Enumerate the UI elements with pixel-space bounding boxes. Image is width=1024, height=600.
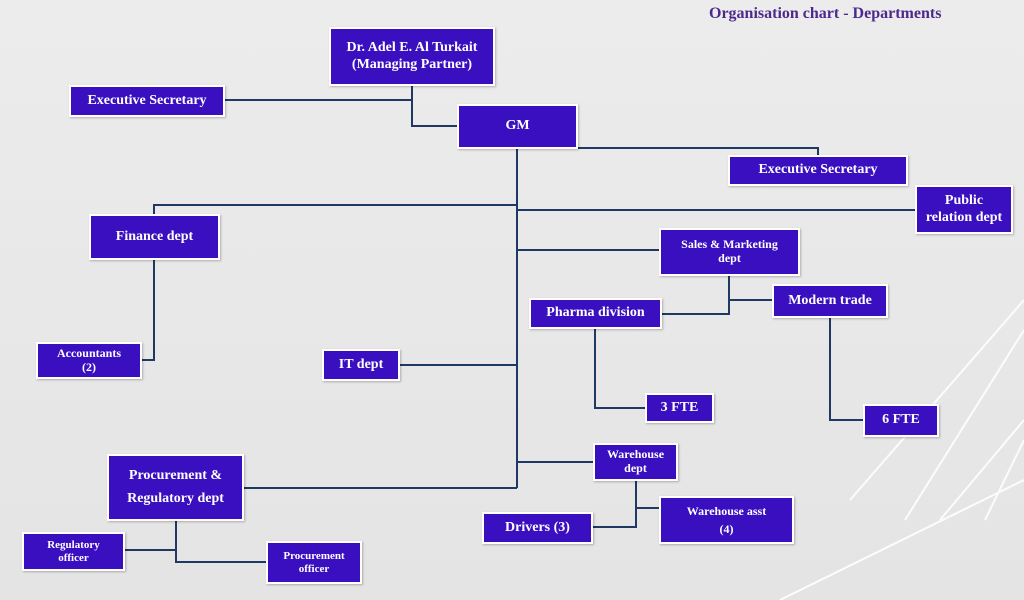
node-accountants: Accountants (2) [36,342,142,379]
node-warehouse-asst: Warehouse asst (4) [659,496,794,544]
node-modern-trade: Modern trade [772,284,888,318]
node-pharma-division: Pharma division [529,298,662,329]
node-procurement-regulatory-dept: Procurement & Regulatory dept [107,454,244,521]
node-regulatory-officer: Regulatory officer [22,532,125,571]
node-drivers: Drivers (3) [482,512,593,544]
node-public-relation-dept: Public relation dept [915,185,1013,234]
node-3-fte: 3 FTE [645,393,714,423]
node-executive-secretary-left: Executive Secretary [69,85,225,117]
node-finance-dept: Finance dept [89,214,220,260]
node-6-fte: 6 FTE [863,404,939,437]
node-procurement-officer: Procurement officer [266,541,362,584]
node-it-dept: IT dept [322,349,400,381]
node-managing-partner: Dr. Adel E. Al Turkait (Managing Partner… [329,27,495,86]
node-gm: GM [457,104,578,149]
chart-title: Organisation chart - Departments [709,5,942,22]
node-sales-marketing-dept: Sales & Marketing dept [659,228,800,276]
node-warehouse-dept: Warehouse dept [593,443,678,481]
node-executive-secretary-right: Executive Secretary [728,155,908,186]
